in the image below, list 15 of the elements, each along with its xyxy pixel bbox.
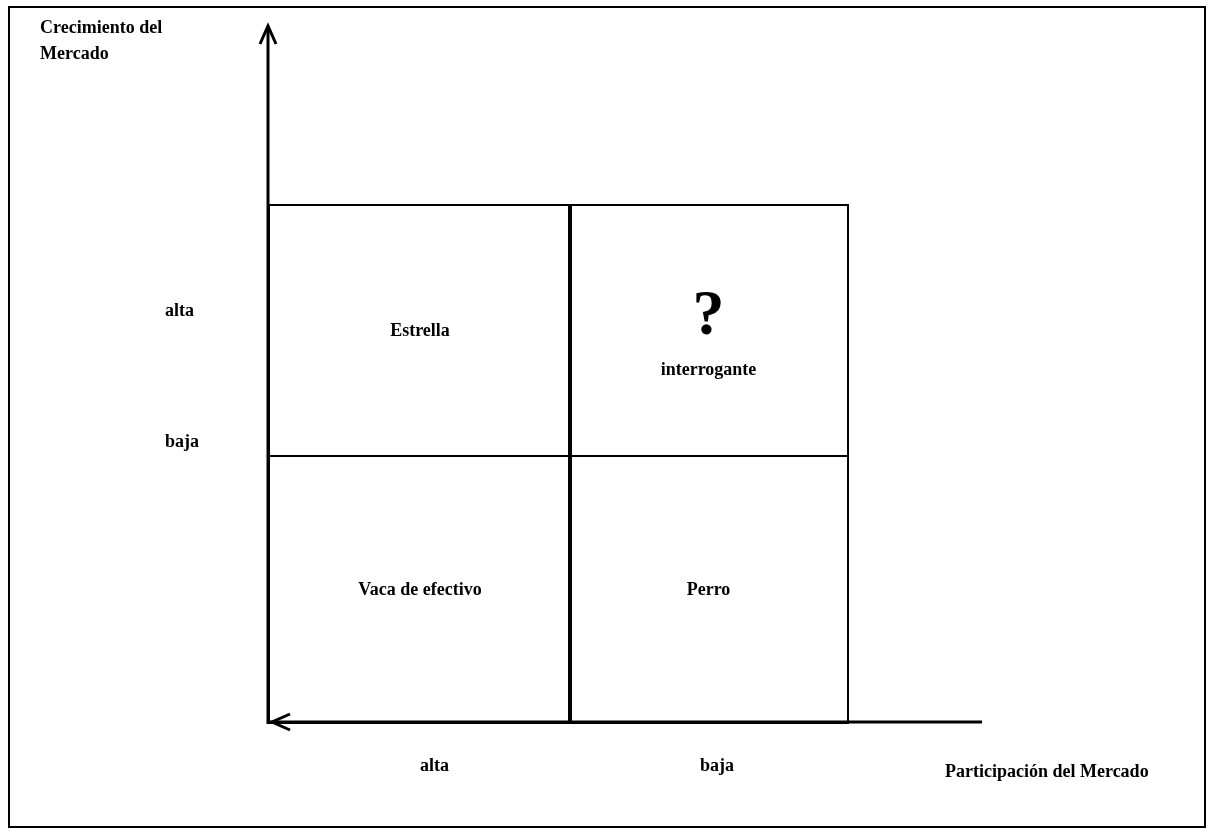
axis-level-label: alta [165, 299, 195, 322]
axis-level-label: baja [165, 430, 200, 453]
quadrant-label: Estrella [390, 320, 450, 341]
quadrant-cell [268, 455, 572, 724]
quadrant-label: Perro [686, 579, 731, 600]
axis-level-label: alta [420, 754, 450, 777]
quadrant-label: Vaca de efectivo [358, 579, 482, 600]
axis-level-label: baja [700, 754, 735, 777]
quadrant-cell [568, 455, 849, 724]
axis-title: Participación del Mercado [945, 760, 1150, 783]
axis-title: Crecimiento del Mercado [40, 16, 164, 65]
quadrant-cell [568, 204, 849, 457]
question-mark: ? [692, 281, 725, 345]
quadrant-cell [268, 204, 572, 457]
quadrant-label: interrogante [660, 359, 757, 380]
